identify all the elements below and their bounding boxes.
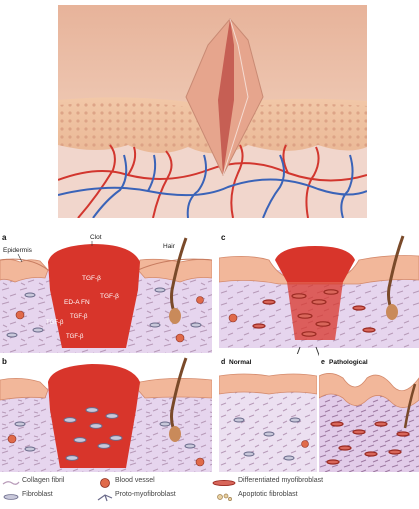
legend: Collagen fibril Fibroblast Blood vessel … — [0, 476, 360, 506]
legend-apoptotic: Apoptotic fibroblast — [238, 491, 298, 498]
collagen-fibril-icon — [2, 478, 20, 488]
tgf-label-4: TGF-β — [66, 334, 84, 340]
tgf-label-5: TGF-β — [70, 314, 88, 320]
legend-fibroblast: Fibroblast — [22, 491, 53, 498]
panel-e: e Pathological — [319, 354, 419, 472]
blood-vessel-icon — [98, 477, 112, 489]
ed-a-fn-label: ED-A FN — [64, 299, 90, 306]
panel-b: b — [0, 354, 212, 472]
clot-callout: Clot — [90, 234, 102, 241]
fibroblast-icon — [2, 492, 20, 502]
panel-c: c — [219, 230, 419, 348]
epidermis-callout: Epidermis — [3, 247, 33, 254]
legend-differentiated: Differentiated myofibroblast — [238, 477, 323, 484]
apoptotic-fibroblast-icon — [214, 492, 234, 502]
wound-illustration — [58, 5, 367, 218]
legend-proto: Proto-myofibroblast — [115, 491, 176, 498]
panel-c-label: c — [221, 233, 226, 242]
tgf-label-2: TGF-β — [100, 293, 119, 300]
panel-b-label: b — [2, 357, 7, 366]
panel-d-label: d — [221, 359, 225, 366]
panel-d: d Normal — [219, 354, 317, 472]
panel-e-title: Pathological — [329, 359, 368, 366]
clot — [48, 244, 140, 348]
panel-e-label: e — [321, 359, 325, 366]
panel-a-label: a — [2, 233, 7, 242]
legend-blood-vessel: Blood vessel — [115, 477, 155, 484]
legend-collagen: Collagen fibril — [22, 477, 64, 484]
panel-d-title: Normal — [229, 359, 252, 366]
hair-callout: Hair — [163, 243, 176, 250]
tgf-label-1: TGF-β — [82, 275, 101, 282]
differentiated-myofibroblast-icon — [212, 478, 236, 488]
tgf-label-3: TGF-β — [46, 320, 64, 326]
proto-myofibroblast-icon — [96, 492, 114, 502]
panel-a: a Epidermis Clot Hair TGF-β TGF-β ED-A F… — [0, 230, 212, 353]
